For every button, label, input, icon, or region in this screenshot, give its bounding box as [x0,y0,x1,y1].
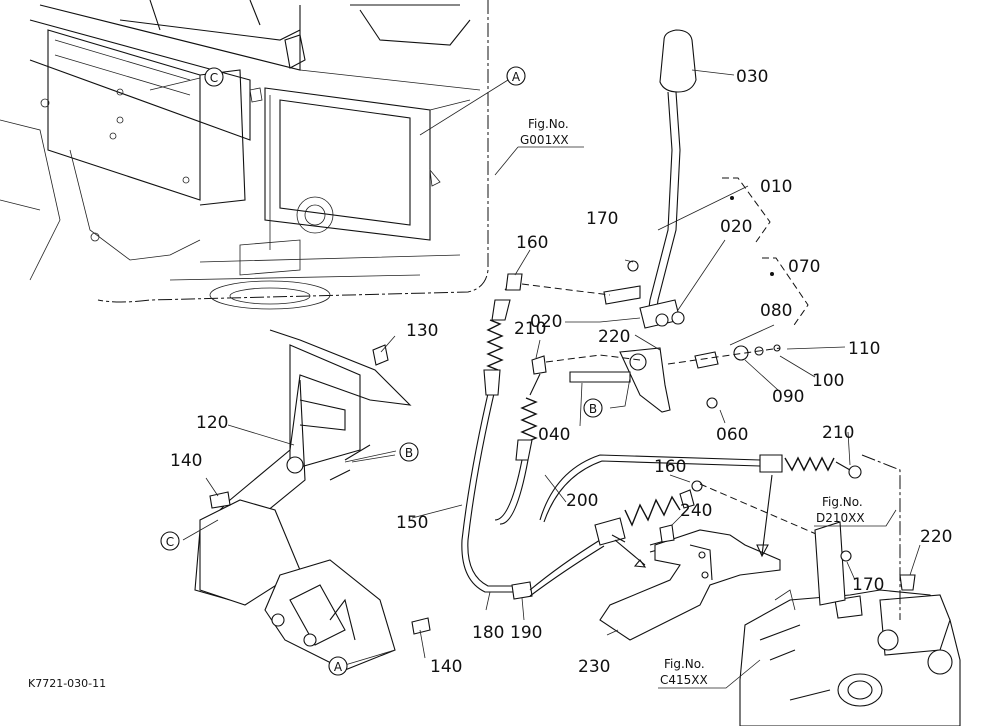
group-brackets [722,177,809,329]
callout-c-left: C [160,531,180,551]
svg-text:Fig.No.: Fig.No. [822,495,863,509]
label-020-lower: 020 [530,312,562,332]
label-160-upper: 160 [516,233,548,253]
callout-b-left: B [399,442,419,462]
svg-text:A: A [334,660,343,674]
callout-c-upper: C [204,67,224,87]
label-030: 030 [736,67,768,87]
callout-a-upper: A [506,66,526,86]
svg-text:B: B [405,446,413,460]
callouts: C A B B C A [160,66,603,676]
cable-bracket [599,474,781,641]
label-060: 060 [716,425,748,445]
leader-lines [149,69,921,666]
label-040: 040 [538,425,570,445]
svg-text:C415XX: C415XX [660,673,708,687]
svg-text:C: C [166,535,174,549]
label-240: 240 [680,501,712,521]
group-010-dot [730,196,734,200]
label-220-upper: 220 [598,327,630,347]
svg-text:Fig.No.: Fig.No. [528,117,569,131]
label-230: 230 [578,657,610,677]
label-200: 200 [566,491,598,511]
cable-lower [529,480,831,597]
label-170-lower: 170 [852,575,884,595]
part-labels: 030 010 020 170 160 070 080 020 210 220 … [170,67,952,677]
label-100: 100 [812,371,844,391]
label-190: 190 [510,623,542,643]
label-120: 120 [196,413,228,433]
cable-150 [461,273,611,600]
label-170-upper: 170 [586,209,618,229]
svg-text:G001XX: G001XX [520,133,569,147]
fig-ref-g001xx: Fig.No. G001XX [494,117,584,176]
label-210-lower: 210 [822,423,854,443]
label-010: 010 [760,177,792,197]
label-130: 130 [406,321,438,341]
svg-text:C: C [210,71,218,85]
bracket-panel [194,329,431,671]
label-080: 080 [760,301,792,321]
label-220-lower: 220 [920,527,952,547]
label-150: 150 [396,513,428,533]
label-020-upper: 020 [720,217,752,237]
group-070-dot [770,272,774,276]
label-070: 070 [788,257,820,277]
cable-210-upper [494,354,641,525]
shift-lever [603,29,697,329]
svg-text:B: B [589,402,597,416]
svg-text:D210XX: D210XX [816,511,865,525]
label-140-lower: 140 [430,657,462,677]
label-110: 110 [848,339,880,359]
figure-code: K7721-030-11 [28,677,106,690]
label-210-upper: 210 [514,319,546,339]
transmission-housing [739,454,961,726]
label-140-upper: 140 [170,451,202,471]
callout-b-middle: B [583,398,603,418]
fig-ref-d210xx: Fig.No. D210XX [814,495,897,527]
callout-a-lower: A [328,656,348,676]
svg-text:A: A [512,70,521,84]
cable-200 [539,454,862,523]
label-180: 180 [472,623,504,643]
lever-bracket [569,344,781,413]
label-160-lower: 160 [654,457,686,477]
label-090: 090 [772,387,804,407]
svg-text:Fig.No.: Fig.No. [664,657,705,671]
inset-panel-view [0,0,489,310]
fig-ref-c415xx: Fig.No. C415XX [658,657,761,689]
